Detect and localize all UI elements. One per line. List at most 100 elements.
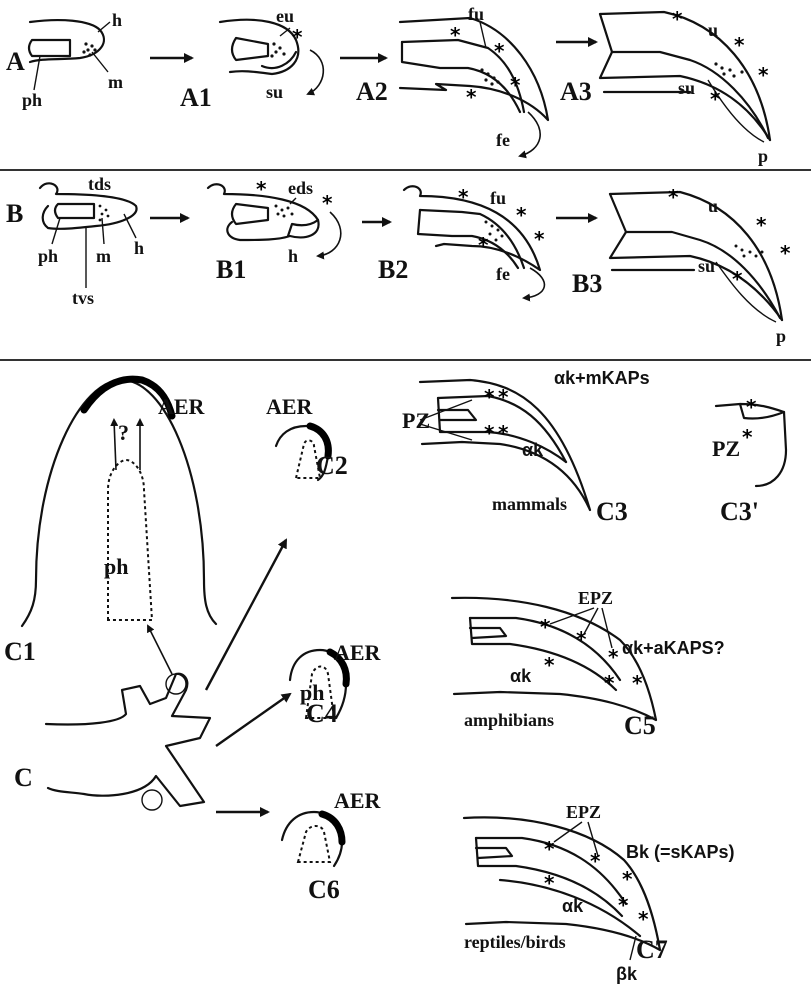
star-a2-2: * — [494, 39, 505, 63]
label-a: A — [6, 47, 25, 76]
star-c7-3: * — [622, 867, 633, 891]
label-b3-su: su — [698, 256, 715, 276]
star-c3-3: * — [484, 421, 495, 445]
label-a-ph: ph — [22, 90, 42, 110]
arrow-c-c4 — [216, 694, 290, 746]
label-a1: A1 — [180, 83, 212, 112]
c1-arrow-left — [114, 420, 116, 470]
label-a3-u: u — [708, 20, 718, 40]
label-b2-fe: fe — [496, 264, 510, 284]
c3-pz-label: PZ — [402, 408, 430, 433]
c3-group-label: mammals — [492, 494, 567, 514]
c3-top-label: αk+mKAPs — [554, 368, 650, 388]
c5-right-label: αk+aKAPS? — [622, 638, 725, 658]
star-a1: * — [292, 25, 303, 49]
c2-aer-label: AER — [266, 394, 314, 419]
label-c3: C3 — [596, 497, 628, 526]
star-c3p-2: * — [742, 425, 753, 449]
label-b1-eds: eds — [288, 178, 313, 198]
arrow-a1-curve — [308, 50, 323, 94]
label-c4: C4 — [306, 699, 338, 728]
star-b2-1: * — [458, 185, 469, 209]
c5-bot-label: αk — [510, 666, 532, 686]
star-b1-2: * — [322, 191, 333, 215]
star-a2-3: * — [510, 73, 521, 97]
star-b3-2: * — [756, 213, 767, 237]
star-c5-2: * — [576, 627, 587, 651]
arrow-c-c2 — [206, 540, 286, 690]
star-b2-2: * — [516, 203, 527, 227]
star-c5-6: * — [632, 671, 643, 695]
c7-alpha-label: αk — [562, 896, 584, 916]
c7-beta-label: Βk (=sKAPs) — [626, 842, 735, 862]
star-a3-1: * — [672, 7, 683, 31]
c-arrow-to-c1 — [148, 626, 172, 674]
label-b: B — [6, 199, 23, 228]
row-a: A h m ph A1 eu su * A2 fu fe * * * * — [6, 4, 770, 166]
c7-epz-label: EPZ — [566, 802, 601, 822]
star-b2-3: * — [534, 227, 545, 251]
c-hand-outline — [46, 674, 210, 806]
star-c7-6: * — [638, 907, 649, 931]
label-b3-u: u — [708, 196, 718, 216]
c3-bot-label: αk — [522, 440, 544, 460]
c1-question: ? — [118, 420, 129, 445]
row-b: B tds ph m h tvs B1 eds h * * B2 fu fe *… — [6, 174, 791, 346]
label-b1-h: h — [288, 246, 298, 266]
label-c7: C7 — [636, 935, 668, 964]
label-a1-eu: eu — [276, 6, 294, 26]
label-c: C — [14, 763, 33, 792]
c5-group-label: amphibians — [464, 710, 554, 730]
star-c3p-1: * — [746, 395, 757, 419]
label-b-ph: ph — [38, 246, 58, 266]
star-c3-2: * — [498, 385, 509, 409]
c1-ph-label: ph — [104, 554, 128, 579]
star-b3-1: * — [668, 185, 679, 209]
star-b3-3: * — [780, 241, 791, 265]
star-b3-4: * — [732, 267, 743, 291]
label-a2-fe: fe — [496, 130, 510, 150]
star-c7-2: * — [590, 849, 601, 873]
label-b-m: m — [96, 246, 111, 266]
star-c3-4: * — [498, 421, 509, 445]
label-a-m: m — [108, 72, 123, 92]
c3p-pz-label: PZ — [712, 436, 740, 461]
label-b2: B2 — [378, 255, 408, 284]
label-c3p: C3' — [720, 497, 759, 526]
label-c1: C1 — [4, 637, 36, 666]
c1-aer-label: AER — [158, 394, 206, 419]
label-c6: C6 — [308, 875, 340, 904]
star-c5-3: * — [608, 645, 619, 669]
star-a3-4: * — [710, 87, 721, 111]
star-c3-1: * — [484, 385, 495, 409]
star-c7-4: * — [544, 871, 555, 895]
c1-phalanx — [108, 460, 152, 620]
star-b2-4: * — [478, 233, 489, 257]
c-circle-bottom — [142, 790, 162, 810]
star-c5-5: * — [604, 671, 615, 695]
a-phalanx — [29, 40, 70, 56]
label-c5: C5 — [624, 711, 656, 740]
c4-aer-label: AER — [334, 640, 382, 665]
star-a2-1: * — [450, 23, 461, 47]
label-a3-p: p — [758, 146, 768, 166]
label-b-tvs: tvs — [72, 288, 94, 308]
c7-group-label: reptiles/birds — [464, 932, 566, 952]
c5-epz-label: EPZ — [578, 588, 613, 608]
star-a3-2: * — [734, 33, 745, 57]
star-a2-4: * — [466, 85, 477, 109]
star-c7-5: * — [618, 893, 629, 917]
label-b3-p: p — [776, 326, 786, 346]
c6-aer-label: AER — [334, 788, 382, 813]
label-c2: C2 — [316, 451, 348, 480]
label-b-h: h — [134, 238, 144, 258]
label-a2: A2 — [356, 77, 388, 106]
star-a3-3: * — [758, 63, 769, 87]
label-b3: B3 — [572, 269, 602, 298]
label-b1: B1 — [216, 255, 246, 284]
c7-bk-label: βk — [616, 964, 638, 984]
star-b1-1: * — [256, 177, 267, 201]
star-c7-1: * — [544, 837, 555, 861]
star-c5-4: * — [544, 653, 555, 677]
label-b2-fu: fu — [490, 188, 506, 208]
